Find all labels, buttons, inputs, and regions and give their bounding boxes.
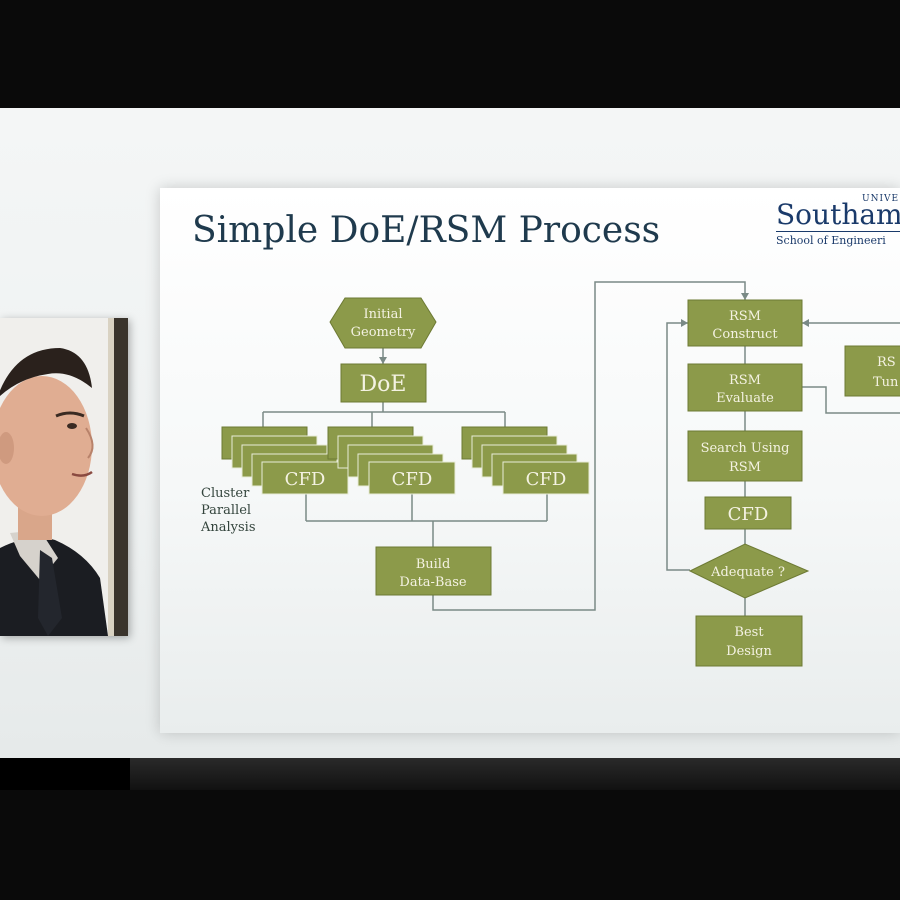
node-doe-label: DoE <box>360 372 407 397</box>
node-cfd-single-label: CFD <box>728 504 769 525</box>
node-best-design: Best Design <box>695 615 803 667</box>
inset-frame-inner <box>108 318 114 636</box>
node-cfd-single: CFD <box>704 496 792 530</box>
node-adequate: Adequate ? <box>688 543 810 599</box>
node-build-database: Build Data-Base <box>375 546 492 596</box>
cluster-label-line1: Cluster <box>201 486 250 501</box>
node-build-database-line1: Build <box>416 557 451 572</box>
cluster-label-line3: Analysis <box>200 520 256 535</box>
cluster-label-line2: Parallel <box>201 503 251 518</box>
cfd-stack-3: CFD <box>461 426 590 495</box>
node-rsm-construct-line1: RSM <box>729 309 761 324</box>
node-best-design-line2: Design <box>726 644 772 659</box>
logo-school: School of Engineeri <box>776 234 886 247</box>
cfd-stack-2: CFD <box>327 426 456 495</box>
cfd-stack-3-label: CFD <box>526 469 567 490</box>
logo-rule <box>776 231 900 232</box>
cfd-stack-1: CFD <box>221 426 349 495</box>
node-search-using-rsm: Search Using RSM <box>687 430 803 482</box>
node-initial-geometry: Initial Geometry <box>329 297 437 349</box>
node-rsm-evaluate-line2: Evaluate <box>716 391 774 406</box>
arrowheads <box>379 293 809 364</box>
cluster-label: Cluster Parallel Analysis <box>200 486 256 535</box>
university-logo: UNIVE Southam School of Engineeri <box>776 194 900 254</box>
node-initial-geometry-line1: Initial <box>364 307 403 322</box>
video-letterbox-top <box>0 0 900 108</box>
node-rsm-evaluate-line1: RSM <box>729 373 761 388</box>
node-rsm-tune: RS Tun <box>844 345 900 397</box>
cfd-stack-2-label: CFD <box>392 469 433 490</box>
slide-title: Simple DoE/RSM Process <box>192 210 661 251</box>
node-rsm-evaluate: RSM Evaluate <box>687 363 803 412</box>
logo-name: Southam <box>776 198 900 231</box>
node-build-database-line2: Data-Base <box>399 575 467 590</box>
speaker-figure <box>0 318 128 636</box>
node-rsm-tune-line2: Tun <box>873 375 899 390</box>
node-doe: DoE <box>340 363 427 403</box>
inset-frame <box>114 318 128 636</box>
node-search-line1: Search Using <box>701 441 790 456</box>
speaker-video-inset <box>0 318 128 636</box>
video-letterbox-bottom <box>0 790 900 900</box>
node-rsm-tune-line1: RS <box>877 355 896 370</box>
stage-bottom-strip <box>130 758 900 790</box>
node-best-design-line1: Best <box>734 625 764 640</box>
logo-top-word: UNIVE <box>862 194 900 204</box>
node-rsm-construct: RSM Construct <box>687 299 803 347</box>
node-rsm-construct-line2: Construct <box>712 327 778 342</box>
node-adequate-label: Adequate ? <box>710 565 785 580</box>
flowchart-connectors <box>262 281 900 616</box>
cfd-stack-1-label: CFD <box>285 469 326 490</box>
node-initial-geometry-line2: Geometry <box>351 325 416 340</box>
node-search-line2: RSM <box>729 460 761 475</box>
